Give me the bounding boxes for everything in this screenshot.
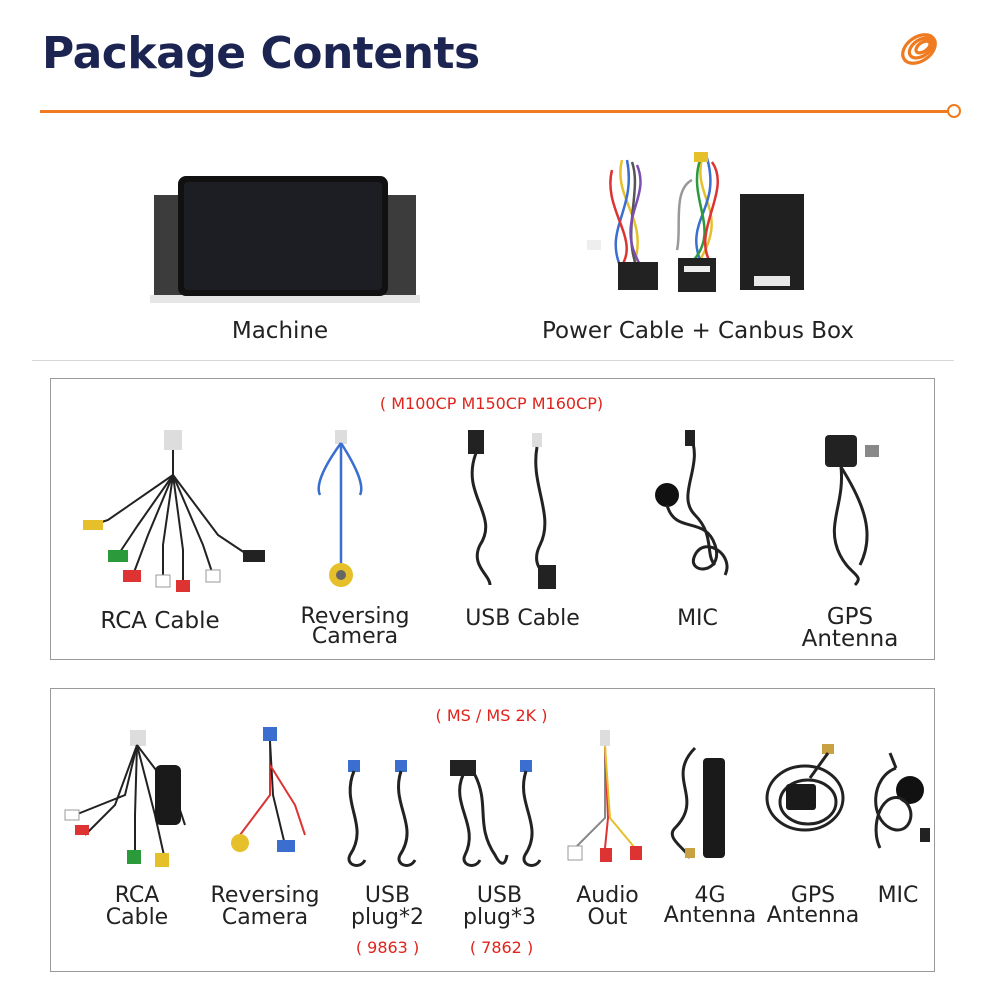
divider-end-dot (947, 104, 961, 118)
page-title: Package Contents (42, 28, 480, 79)
power-cable-canbus-label: Power Cable + Canbus Box (542, 318, 854, 344)
brand-logo-icon (895, 26, 945, 72)
mic-ms-image (860, 738, 935, 868)
reversing-camera-ms-label-2: Camera (221, 905, 309, 930)
4g-antenna-label-1: 4G (694, 883, 726, 908)
reversing-camera-ms-label-1: Reversing (210, 883, 320, 908)
accessories-box-m100cp (50, 378, 935, 660)
gps-antenna-label-2: Antenna (801, 626, 899, 652)
audio-out-label-1: Audio (576, 883, 639, 908)
usb-plug-3-image (445, 755, 560, 875)
audio-out-label-2: Out (587, 905, 628, 930)
machine-image (150, 170, 420, 310)
gps-antenna-ms-label-1: GPS (790, 883, 836, 908)
reversing-camera-image (305, 425, 405, 595)
gps-antenna-label-1: GPS (826, 604, 874, 630)
usb-plug-3-code: ( 7862 ) (469, 938, 534, 957)
rca-cable-ms-label-1: RCA (114, 883, 160, 908)
4g-antenna-image (665, 738, 755, 868)
usb-plug-2-image (340, 755, 440, 875)
model-note-ms: ( MS / MS 2K ) (435, 706, 548, 725)
usb-plug-2-label-1: USB (364, 883, 411, 908)
audio-out-image (560, 728, 650, 873)
usb-plug-2-code: ( 9863 ) (355, 938, 420, 957)
usb-plug-2-label-2: plug*2 (351, 905, 424, 930)
usb-cable-label: USB Cable (465, 606, 580, 631)
rca-cable-ms-label-2: Cable (105, 905, 169, 930)
gps-antenna-ms-label-2: Antenna (766, 903, 860, 928)
section-divider (32, 360, 954, 361)
mic-ms-label: MIC (877, 883, 919, 908)
4g-antenna-label-2: Antenna (663, 903, 757, 928)
reversing-camera-label-2: Camera (311, 624, 399, 649)
usb-plug-3-label-1: USB (476, 883, 523, 908)
mic-image (645, 425, 755, 595)
power-cable-canbus-image (582, 150, 832, 310)
machine-label: Machine (231, 318, 329, 344)
usb-cable-image (460, 425, 580, 595)
reversing-camera-label-1: Reversing (300, 604, 410, 629)
usb-plug-3-label-2: plug*3 (463, 905, 536, 930)
gps-antenna-image (805, 425, 905, 595)
gps-antenna-ms-image (760, 738, 860, 868)
title-divider (40, 110, 950, 113)
rca-cable-image (78, 425, 268, 595)
mic-label: MIC (677, 606, 718, 631)
accessories-box-ms (50, 688, 935, 972)
model-note-m100cp: ( M100CP M150CP M160CP) (379, 394, 604, 413)
rca-cable-ms-image (55, 725, 195, 875)
reversing-camera-ms-image (225, 725, 315, 875)
rca-cable-label: RCA Cable (100, 608, 220, 634)
